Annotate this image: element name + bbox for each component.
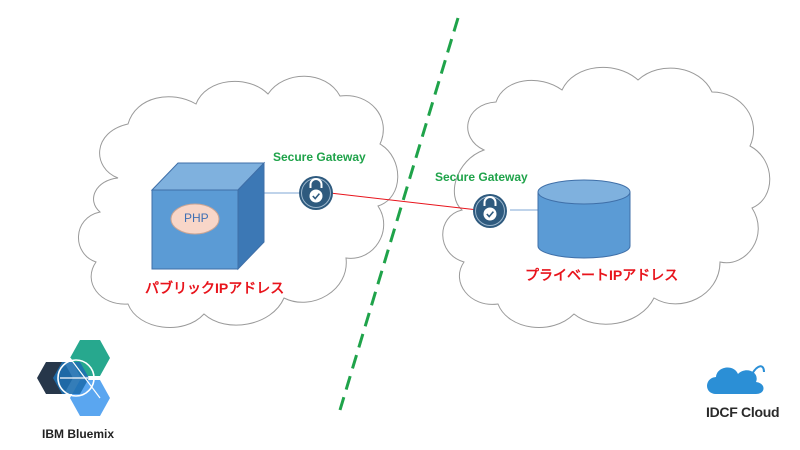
server-box [150, 161, 266, 271]
gateway-lock-icon-right [473, 194, 507, 228]
idcf-cloud-logo [707, 365, 765, 394]
secure-tunnel-line [329, 192, 479, 211]
private-ip-label: プライベートIPアドレス [525, 267, 679, 283]
public-ip-label: パブリックIPアドレス [145, 280, 285, 296]
network-divider [338, 17, 460, 411]
database-cylinder [537, 179, 631, 259]
gateway-lock-icon-left [299, 176, 333, 210]
server-label: PHP [184, 211, 209, 225]
idcf-label: IDCF Cloud [706, 404, 780, 420]
php-badge [170, 203, 220, 235]
gateway-label-right: Secure Gateway [435, 170, 528, 184]
bluemix-label: IBM Bluemix [42, 427, 115, 441]
bluemix-logo [37, 340, 110, 416]
gateway-label-left: Secure Gateway [273, 150, 366, 164]
